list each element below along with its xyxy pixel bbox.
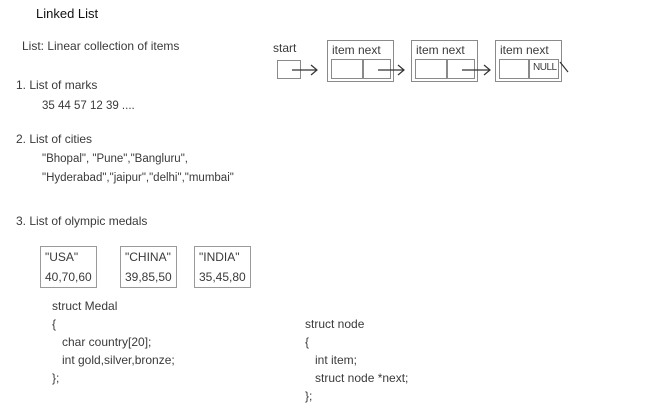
node-2-label: item next: [416, 43, 465, 57]
medal-counts: 40,70,60: [45, 270, 92, 284]
arrow-node-2-to-node-3: [462, 64, 491, 76]
medal-card-china: "CHINA" 39,85,50: [120, 246, 177, 288]
page-title: Linked List: [36, 6, 99, 21]
medal-card-india: "INDIA" 35,45,80: [194, 246, 251, 288]
null-label: NULL: [533, 62, 557, 73]
struct-medal-line-3: char country[20];: [62, 335, 152, 349]
section-cities-title: 2. List of cities: [16, 132, 93, 146]
marks-values: 35 44 57 12 39 ....: [42, 100, 135, 112]
struct-node-line-2: {: [305, 335, 310, 349]
null-tail-stroke: [559, 61, 569, 73]
list-definition: List: Linear collection of items: [22, 39, 180, 53]
cities-line-2: "Hyderabad","jaipur","delhi","mumbai": [42, 172, 234, 184]
node-2-next-cell: [447, 59, 475, 79]
medal-card-usa: "USA" 40,70,60: [40, 246, 97, 288]
section-marks-title: 1. List of marks: [16, 78, 98, 92]
cities-line-1: "Bhopal", "Pune","Bangluru",: [42, 153, 188, 165]
medal-country: "USA": [45, 250, 79, 264]
medal-country: "CHINA": [125, 250, 171, 264]
node-3-next-cell: NULL: [529, 59, 559, 79]
section-medals-title: 3. List of olympic medals: [16, 214, 148, 228]
node-1-item-cell: [331, 59, 363, 79]
start-label: start: [273, 41, 297, 55]
medal-country: "INDIA": [199, 250, 240, 264]
node-3-item-cell: [499, 59, 529, 79]
struct-medal-line-4: int gold,silver,bronze;: [62, 353, 175, 367]
arrow-node-1-to-node-2: [378, 64, 405, 76]
struct-node-line-1: struct node: [305, 317, 365, 331]
medal-counts: 35,45,80: [199, 270, 246, 284]
struct-node-line-4: struct node *next;: [315, 371, 409, 385]
struct-node-line-3: int item;: [315, 353, 358, 367]
struct-medal-line-1: struct Medal: [52, 299, 118, 313]
struct-medal-line-2: {: [52, 317, 57, 331]
node-3-label: item next: [500, 43, 549, 57]
struct-node-line-5: };: [305, 389, 313, 403]
medal-counts: 39,85,50: [125, 270, 172, 284]
arrow-start-to-node-1: [292, 64, 318, 76]
node-2-item-cell: [415, 59, 447, 79]
node-1-label: item next: [332, 43, 381, 57]
struct-medal-line-5: };: [52, 371, 60, 385]
node-1-next-cell: [363, 59, 391, 79]
